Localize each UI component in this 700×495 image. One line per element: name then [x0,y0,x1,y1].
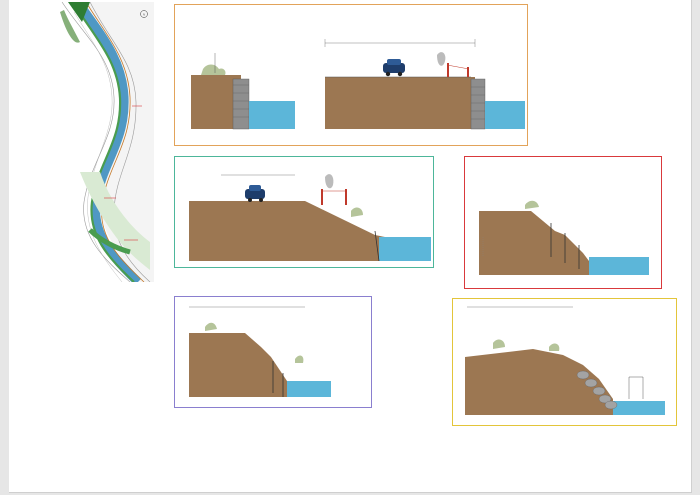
site-map-drawing: N [60,2,154,282]
drawing-sheet: N [9,0,692,493]
car-icon [383,59,405,77]
car-icon [245,185,265,202]
section-right-red [464,156,662,289]
section-bottom-left [174,296,372,408]
section-top-left [174,4,528,146]
north-arrow-icon [140,10,148,18]
section-bottom-right [452,298,677,426]
north-arrow-label: N [143,14,145,17]
site-map: N [60,2,154,282]
section-middle [174,156,434,268]
